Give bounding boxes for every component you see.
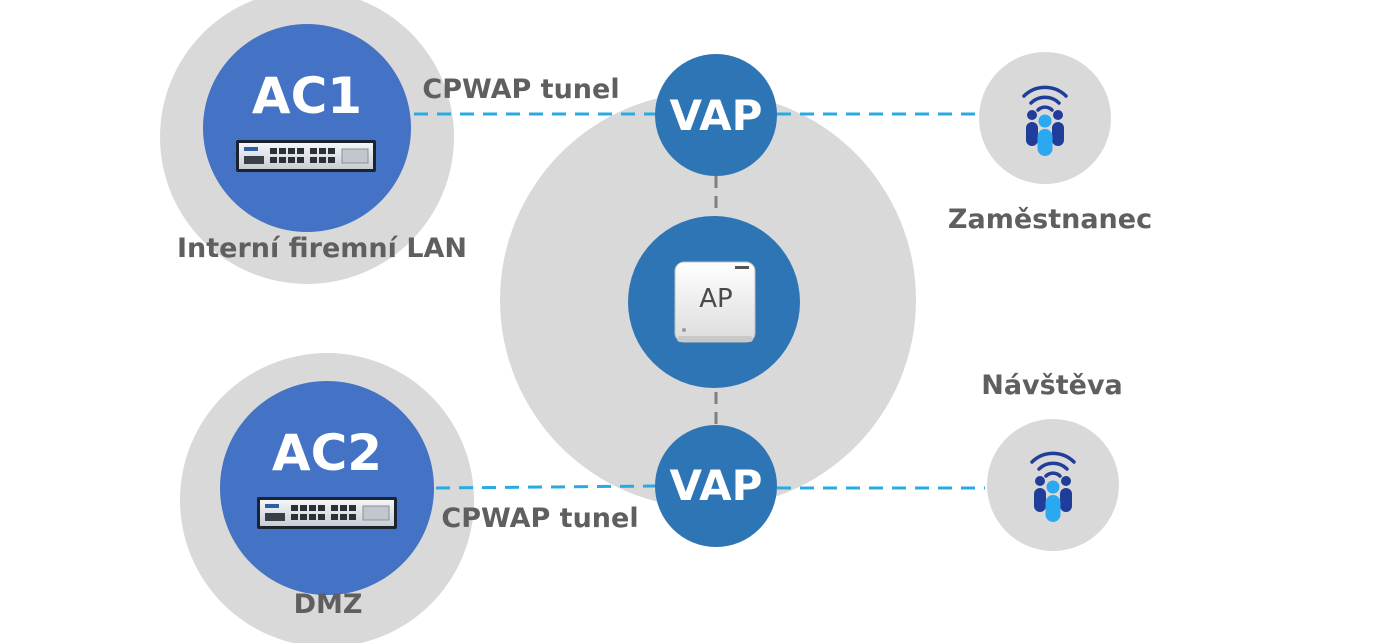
ac2-node bbox=[220, 381, 434, 595]
ac1-zone-label: Interní firemní LAN bbox=[177, 233, 467, 264]
wifi-users-icon bbox=[1022, 85, 1068, 156]
network-controller-icon bbox=[236, 140, 376, 172]
ac1-title: AC1 bbox=[252, 67, 362, 125]
tunnel-label-bottom: CPWAP tunel bbox=[441, 503, 638, 534]
tunnel-line-bottom bbox=[435, 484, 657, 490]
tunnel-label-top: CPWAP tunel bbox=[422, 74, 619, 105]
user-guest-label: Návštěva bbox=[981, 370, 1123, 401]
access-point-icon bbox=[674, 261, 756, 343]
vap-top-node bbox=[655, 54, 777, 176]
vap-bottom-label: VAP bbox=[670, 461, 763, 510]
vap-top-label: VAP bbox=[670, 91, 763, 140]
ap-label: AP bbox=[699, 284, 732, 314]
vap-bottom-node bbox=[655, 425, 777, 547]
user-employee-label: Zaměstnanec bbox=[948, 204, 1152, 235]
ac2-title: AC2 bbox=[272, 424, 382, 482]
wifi-users-icon bbox=[1030, 451, 1076, 522]
ac2-zone-label: DMZ bbox=[294, 589, 363, 620]
network-controller-icon bbox=[257, 497, 397, 529]
ac1-node bbox=[203, 24, 411, 232]
